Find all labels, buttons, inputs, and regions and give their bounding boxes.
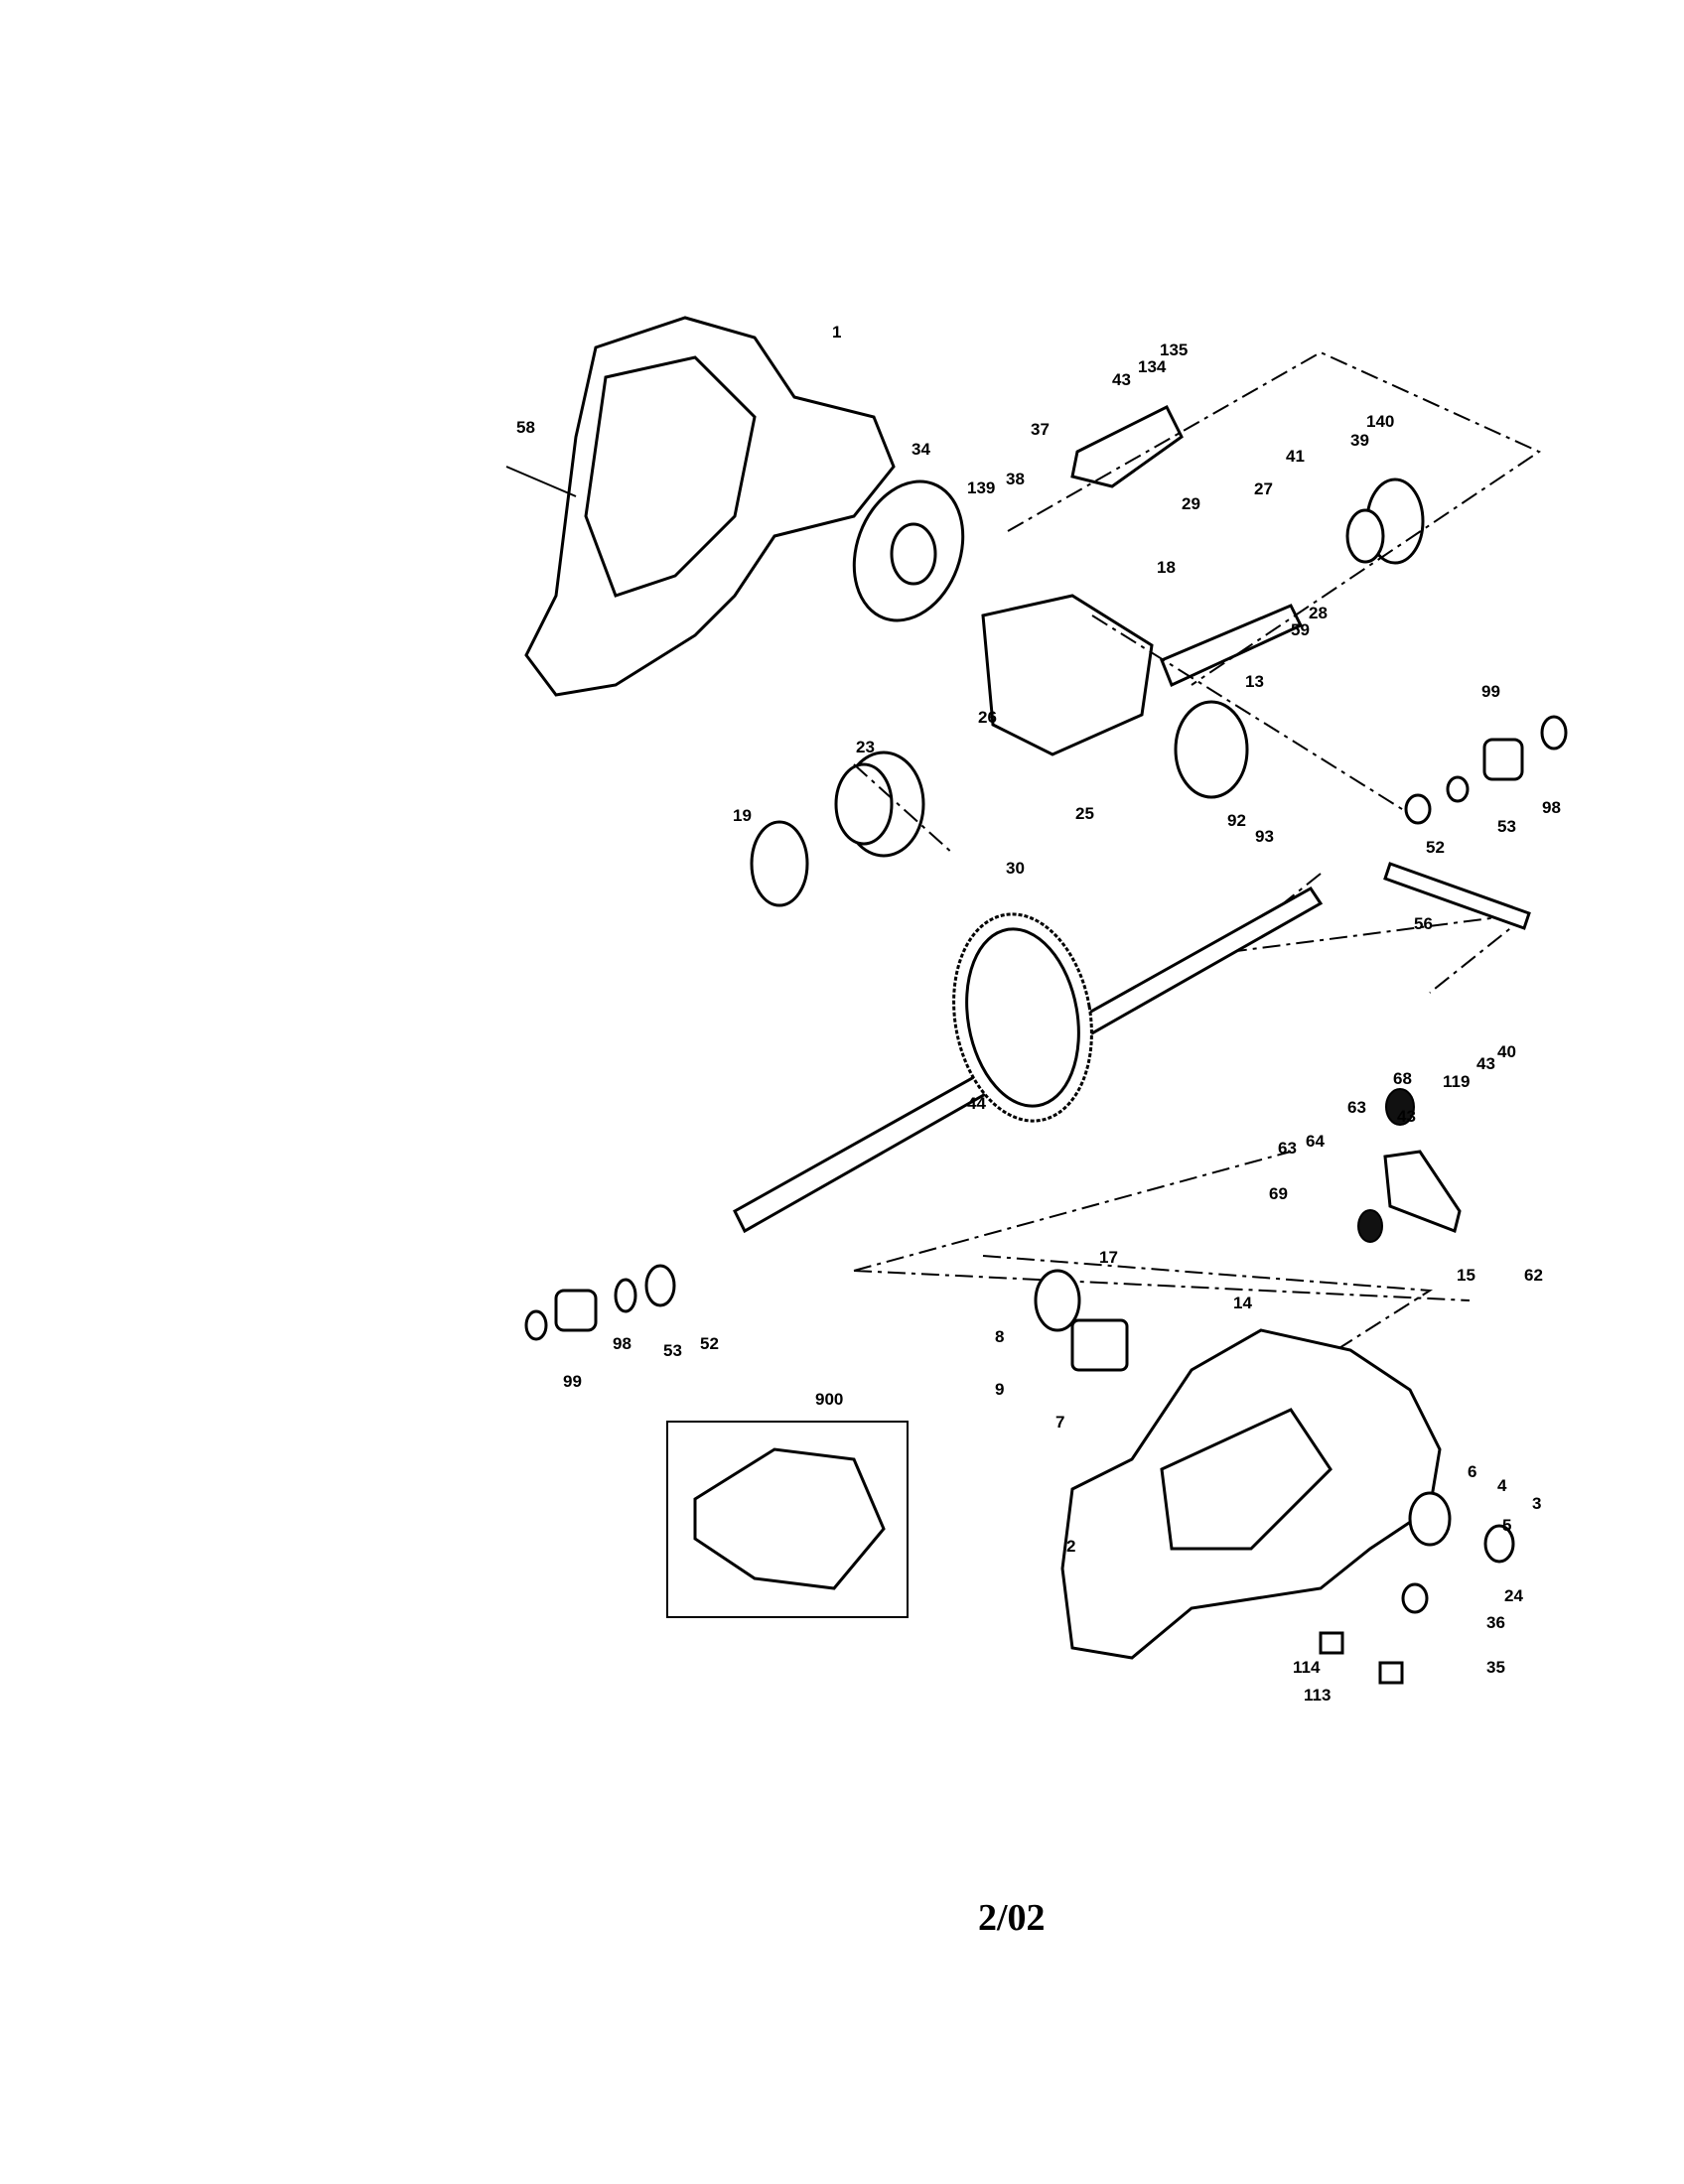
part-label: 17 bbox=[1099, 1248, 1118, 1267]
part-label: 63 bbox=[1347, 1098, 1366, 1117]
part-label: 18 bbox=[1157, 558, 1176, 577]
bearing-8 bbox=[1034, 1269, 1081, 1332]
inset-assembly-900 bbox=[666, 1421, 909, 1618]
pump-cylinder-23 bbox=[834, 751, 925, 858]
part-label: 36 bbox=[1486, 1613, 1505, 1632]
bracket-37 bbox=[1070, 404, 1184, 488]
part-label: 39 bbox=[1350, 431, 1369, 450]
bearing-6 bbox=[1408, 1491, 1452, 1547]
upper-housing bbox=[524, 316, 896, 697]
part-label: 8 bbox=[995, 1327, 1004, 1346]
part-label: 35 bbox=[1486, 1658, 1505, 1677]
part-label: 99 bbox=[1481, 682, 1500, 701]
part-label: 52 bbox=[1426, 838, 1445, 857]
part-label: 29 bbox=[1182, 494, 1200, 513]
part-label: 53 bbox=[1497, 817, 1516, 836]
part-label: 114 bbox=[1293, 1658, 1321, 1677]
part-label: 23 bbox=[856, 738, 875, 756]
part-label: 44 bbox=[967, 1094, 986, 1113]
shaft-56 bbox=[1383, 862, 1531, 930]
seal-19 bbox=[750, 820, 809, 907]
part-label: 59 bbox=[1291, 620, 1310, 639]
part-label: 13 bbox=[1245, 672, 1264, 691]
part-label: 119 bbox=[1443, 1072, 1470, 1091]
part-label: 3 bbox=[1532, 1494, 1541, 1513]
part-label: 52 bbox=[700, 1334, 719, 1353]
part-label: 43 bbox=[1397, 1107, 1416, 1126]
part-label: 15 bbox=[1457, 1266, 1475, 1285]
part-label: 26 bbox=[978, 708, 997, 727]
part-label: 900 bbox=[815, 1390, 843, 1409]
part-label: 4 bbox=[1497, 1476, 1507, 1495]
part-label: 63 bbox=[1278, 1139, 1297, 1158]
part-label: 24 bbox=[1504, 1586, 1523, 1605]
part-label: 68 bbox=[1393, 1069, 1412, 1088]
part-label: 93 bbox=[1255, 827, 1274, 846]
part-label: 9 bbox=[995, 1380, 1004, 1399]
part-label: 43 bbox=[1476, 1054, 1495, 1073]
part-label: 28 bbox=[1309, 604, 1328, 622]
part-label: 37 bbox=[1031, 420, 1050, 439]
part-label: 6 bbox=[1468, 1462, 1476, 1481]
part-label: 58 bbox=[516, 418, 535, 437]
part-label: 1 bbox=[832, 323, 841, 341]
part-label: 140 bbox=[1366, 412, 1394, 431]
motor-cylinder-13 bbox=[1174, 700, 1249, 799]
part-label: 98 bbox=[1542, 798, 1561, 817]
part-label: 14 bbox=[1233, 1294, 1252, 1312]
center-section-26 bbox=[981, 594, 1154, 756]
part-label: 30 bbox=[1006, 859, 1025, 878]
part-label: 34 bbox=[912, 440, 930, 459]
part-label: 7 bbox=[1055, 1413, 1064, 1432]
part-label: 69 bbox=[1269, 1184, 1288, 1203]
shaft-18 bbox=[1160, 604, 1304, 688]
part-label: 64 bbox=[1306, 1132, 1325, 1151]
part-label: 38 bbox=[1006, 470, 1025, 488]
part-label: 98 bbox=[613, 1334, 632, 1353]
part-label: 40 bbox=[1497, 1042, 1516, 1061]
part-label: 43 bbox=[1112, 370, 1131, 389]
swashplate-9 bbox=[1070, 1318, 1129, 1372]
part-label: 134 bbox=[1138, 357, 1167, 376]
part-label: 62 bbox=[1524, 1266, 1543, 1285]
part-label: 41 bbox=[1286, 447, 1305, 466]
part-label: 19 bbox=[733, 806, 752, 825]
bolt-58 bbox=[505, 466, 577, 497]
part-label: 27 bbox=[1254, 479, 1273, 498]
part-label: 25 bbox=[1075, 804, 1094, 823]
part-label: 99 bbox=[563, 1372, 582, 1391]
part-labels: 1 58 34 135 134 43 37 38 139 140 39 41 2… bbox=[516, 323, 1561, 1705]
part-label: 135 bbox=[1160, 341, 1188, 359]
bearing-27 bbox=[1345, 508, 1385, 564]
lower-housing bbox=[1060, 1328, 1442, 1660]
part-label: 92 bbox=[1227, 811, 1246, 830]
part-label: 5 bbox=[1502, 1516, 1511, 1535]
pulley-34 bbox=[852, 479, 965, 622]
part-label: 113 bbox=[1304, 1686, 1331, 1705]
part-label: 53 bbox=[663, 1341, 682, 1360]
lever-62 bbox=[1383, 1150, 1462, 1234]
part-label: 56 bbox=[1414, 914, 1433, 933]
revision-date: 2/02 bbox=[978, 1897, 1046, 1939]
bull-gear-44 bbox=[952, 912, 1093, 1123]
part-label: 139 bbox=[967, 478, 995, 497]
part-label: 2 bbox=[1066, 1537, 1075, 1556]
